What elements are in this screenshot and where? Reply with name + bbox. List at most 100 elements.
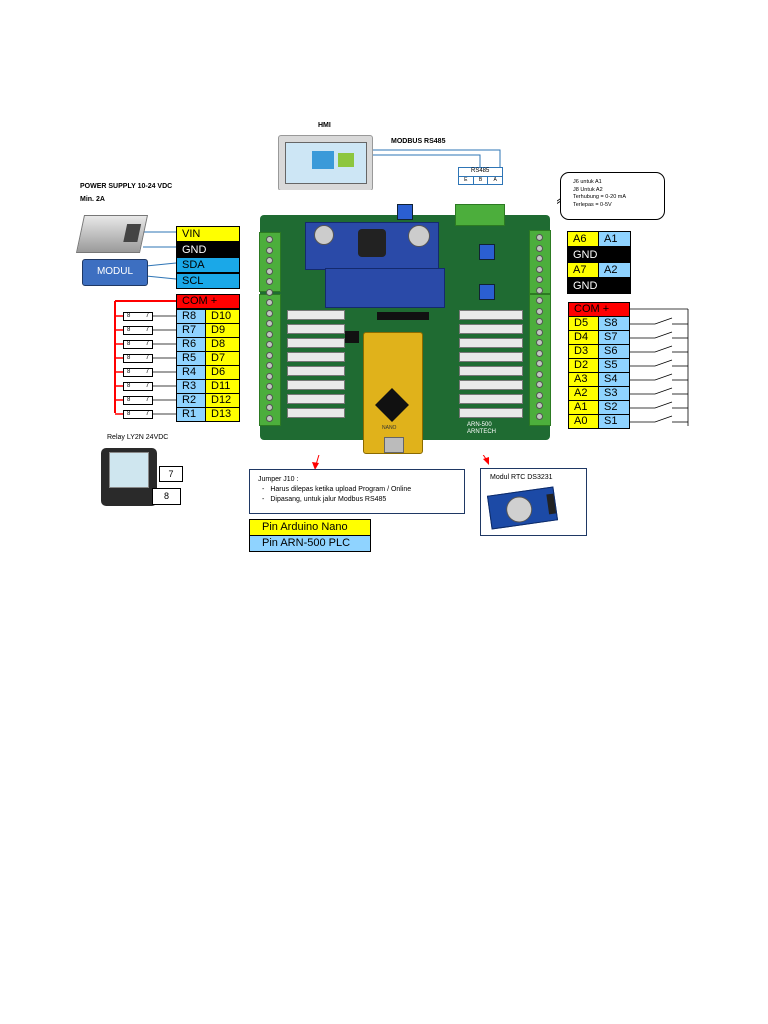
trimpot-1 [397, 204, 413, 220]
terminal-screw-right [536, 286, 543, 294]
board-relay-led-left [287, 408, 345, 418]
terminal-screw-left [266, 267, 273, 275]
jumper-info-title: Jumper J10 : [258, 476, 299, 483]
relay-pin-8: 8 [152, 488, 181, 505]
board-relay-led-left [287, 394, 345, 404]
terminal-screw-right [536, 265, 543, 273]
board-input-led-right [459, 352, 523, 362]
analog-gnd: GND [567, 277, 631, 294]
right-terminal-top [529, 230, 551, 294]
modul-label: MODUL [96, 266, 134, 277]
input-plc-s1: S1 [598, 414, 630, 429]
board-brand: ARNTECH [467, 429, 497, 435]
capacitor-1 [314, 225, 334, 245]
relay-coil-pin-7: 7 [145, 411, 149, 417]
analog-plc-a2: A2 [598, 262, 631, 278]
rtc-title: Modul RTC DS3231 [490, 474, 553, 481]
jumper-info-text: Harus dilepas ketika upload Program / On… [270, 486, 412, 493]
input-switch-s2 [630, 401, 673, 409]
terminal-screw-right [536, 276, 543, 283]
arduino-nano: NANO [363, 332, 423, 454]
rs485-module [325, 268, 445, 308]
input-com-cell: COM + [568, 302, 630, 317]
relay-coil-pin-8: 8 [127, 369, 131, 375]
input-switch-s3 [630, 387, 673, 395]
board-relay-led-left [287, 310, 345, 320]
power-pin-scl: SCL [176, 272, 240, 289]
rs485-pin-e: E [459, 177, 474, 185]
rs485-pin-row: E B A [459, 176, 502, 185]
capacitor-2 [408, 225, 430, 247]
rs485-label: RS485 [471, 168, 490, 174]
relay-coil-pin-8: 8 [127, 327, 131, 333]
nano-chip [375, 388, 409, 422]
relay-module-title: Relay LY2N 24VDC [107, 434, 169, 441]
dc-converter [305, 222, 439, 270]
terminal-screw-left [266, 246, 273, 254]
terminal-screw-left [266, 320, 273, 327]
legend-nano-label: Pin Arduino Nano [262, 521, 348, 533]
terminal-screw-right [536, 339, 543, 346]
relay-plc-r5: R5 [176, 351, 206, 366]
terminal-screw-left [266, 351, 273, 359]
rtc-battery [504, 494, 534, 525]
board-input-led-right [459, 408, 523, 418]
terminal-screw-right [536, 244, 543, 252]
relay-coil-pin-7: 7 [145, 341, 149, 347]
terminal-screw-left [266, 288, 273, 296]
terminal-screw-right [536, 402, 543, 409]
bullet-dash: - [262, 496, 265, 503]
nano-usb [384, 437, 404, 453]
bullet-dash: - [262, 486, 265, 493]
input-plc-s7: S7 [598, 330, 630, 345]
terminal-screw-right [536, 391, 543, 399]
rtc-pins [546, 493, 557, 515]
jumper-note-line: Terhubung = 0-20 mA [573, 194, 627, 200]
jumper-info-item: -Harus dilepas ketika upload Program / O… [258, 485, 456, 495]
board-model: ARN-500 [467, 422, 492, 428]
terminal-screw-right [536, 307, 543, 315]
terminal-screw-left [266, 372, 273, 380]
relay-coil-pin-7: 7 [145, 313, 149, 319]
hmi-screen [285, 142, 367, 184]
relay-com-cell: COM + [176, 294, 240, 309]
terminal-screw-right [536, 328, 543, 336]
hmi-title: HMI [318, 122, 331, 129]
board-input-led-right [459, 338, 523, 348]
modul-wire-sda [145, 262, 177, 267]
hmi-device [278, 135, 373, 191]
power-pin-sda: SDA [176, 257, 240, 273]
relay-nano-d13: D13 [205, 407, 240, 422]
input-switch-s5 [630, 359, 673, 367]
terminal-screw-left [266, 383, 273, 390]
board-relay-led-left [287, 324, 345, 334]
relay-plc-r6: R6 [176, 337, 206, 352]
input-plc-s3: S3 [598, 386, 630, 401]
terminal-screw-right [536, 360, 543, 367]
terminal-screw-left [266, 414, 273, 422]
input-switches [630, 308, 689, 426]
board-input-led-right [459, 324, 523, 334]
jumper-j10 [345, 331, 359, 343]
input-nano-d4: D4 [568, 330, 599, 345]
input-plc-s2: S2 [598, 400, 630, 415]
relay-plc-r4: R4 [176, 365, 206, 380]
relay-rungs [115, 315, 176, 415]
input-switch-s1 [630, 415, 673, 423]
legend-nano: Pin Arduino Nano [249, 519, 371, 536]
input-nano-d2: D2 [568, 358, 599, 373]
board-input-led-right [459, 380, 523, 390]
relay-nano-d6: D6 [205, 365, 240, 380]
terminal-screw-left [266, 362, 273, 369]
input-nano-a2: A2 [568, 386, 599, 401]
input-nano-d3: D3 [568, 344, 599, 359]
terminal-screw-left [266, 278, 273, 285]
relay-coil-pin-7: 7 [145, 369, 149, 375]
rs485-connector: RS485 E B A [458, 167, 503, 185]
modbus-title: MODBUS RS485 [391, 138, 446, 145]
